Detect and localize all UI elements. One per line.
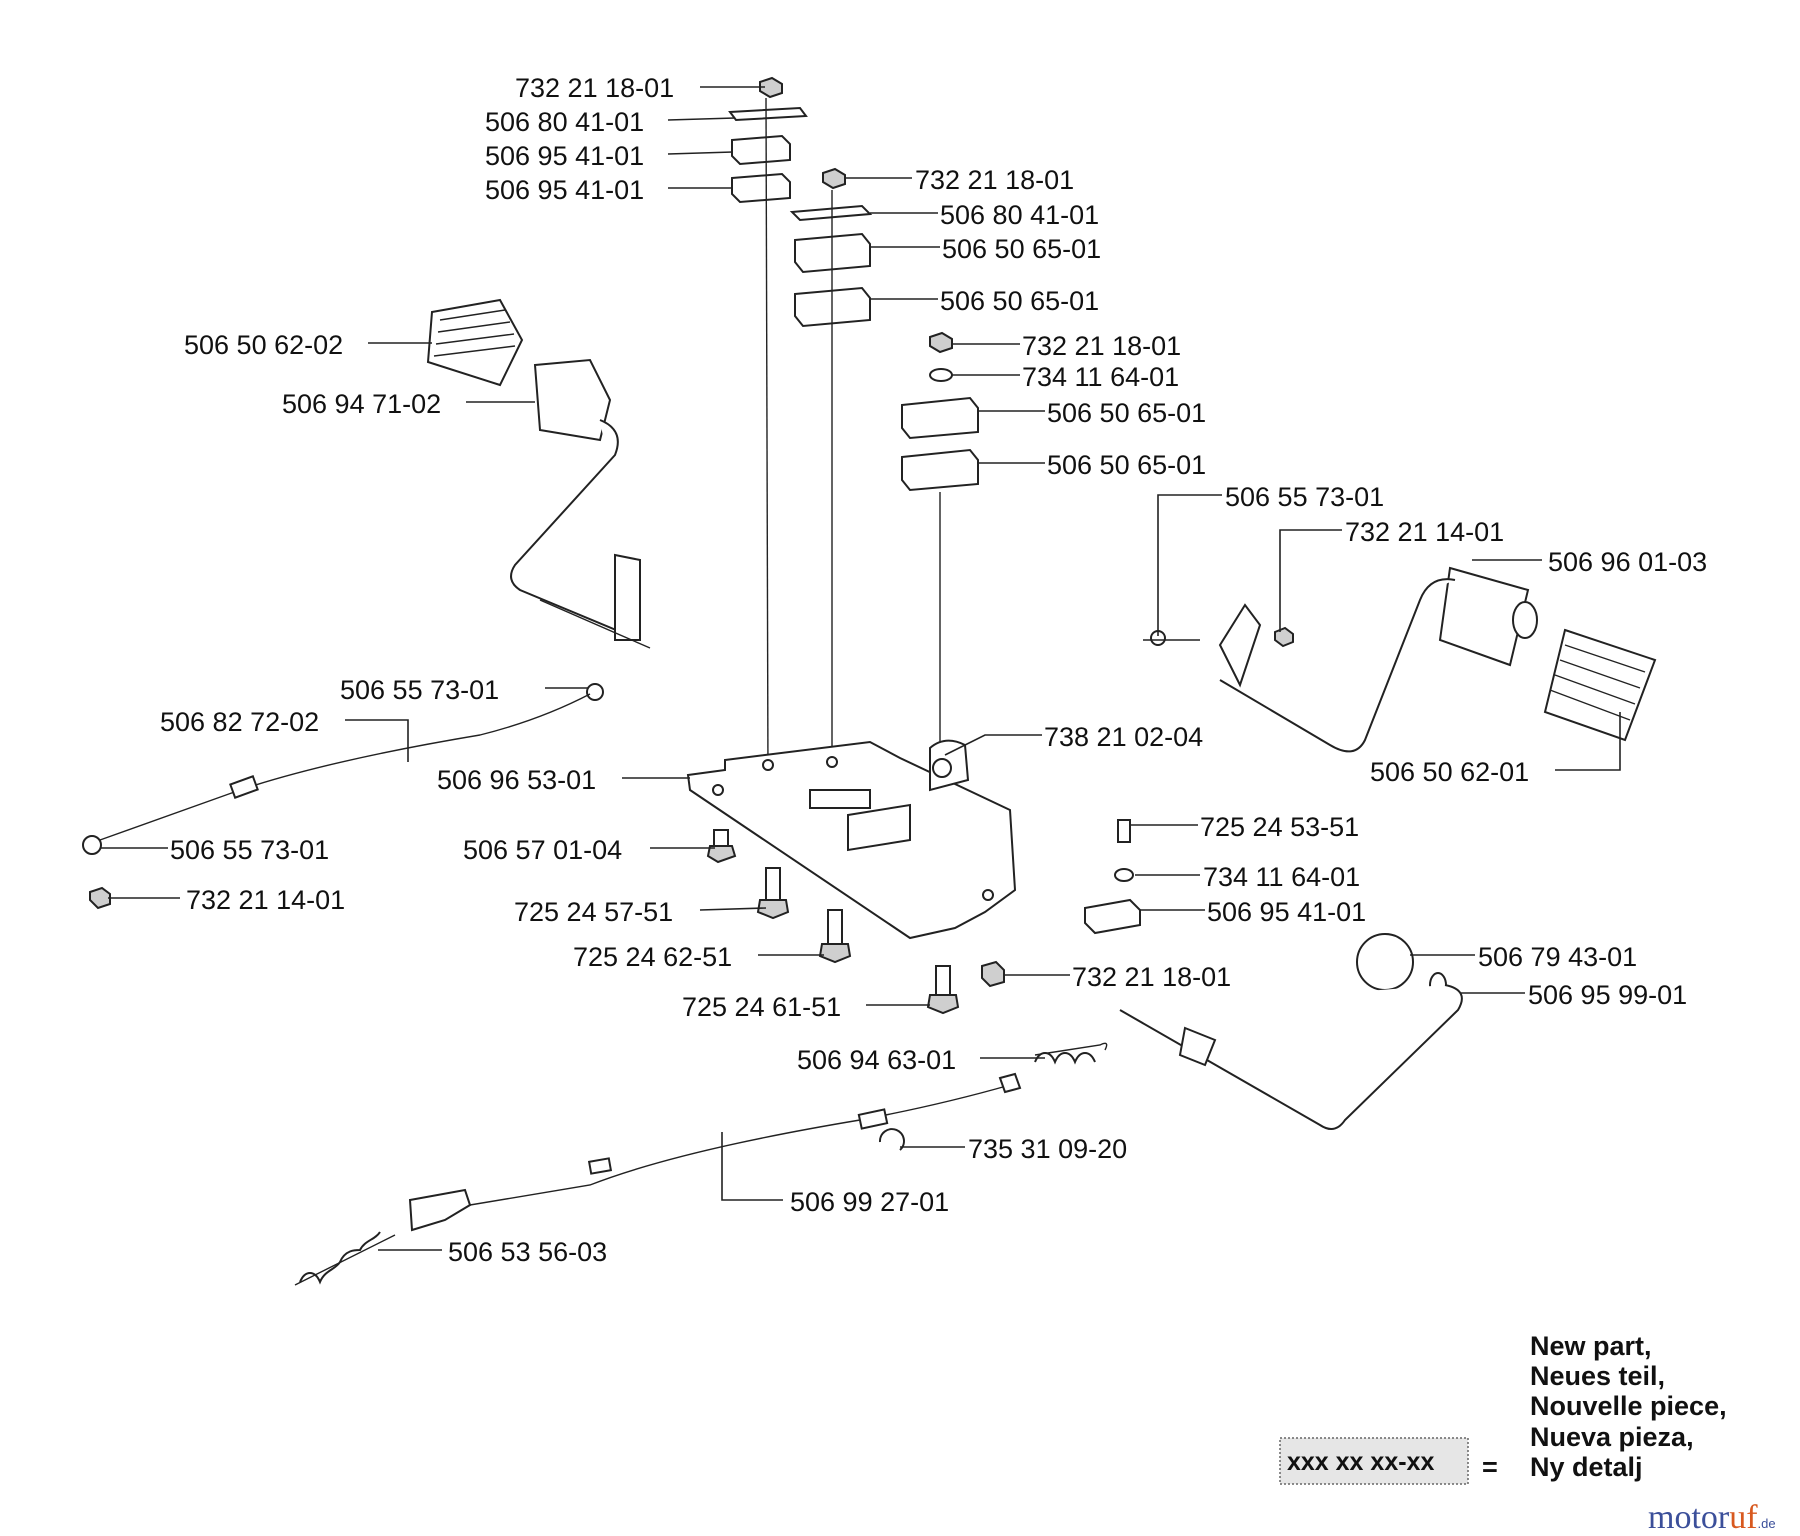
part-label: 506 96 53-01 [437,765,596,795]
part-label: 506 53 56-03 [448,1237,607,1267]
part-label: 506 55 73-01 [170,835,329,865]
part-label: 506 82 72-02 [160,707,319,737]
parts-drawing [82,76,1657,1286]
part-label: 725 24 53-51 [1200,812,1359,842]
watermark-tld: .de [1758,1516,1776,1531]
left-pedal-assembly [426,298,651,649]
lower-cable-and-springs [294,1042,1108,1286]
part-label: 732 21 18-01 [915,165,1074,195]
legend-equals: = [1482,1452,1498,1482]
leader-lines [100,86,1621,1251]
part-label: 725 24 61-51 [682,992,841,1022]
part-label: 506 96 01-03 [1548,547,1707,577]
part-label: 725 24 62-51 [573,942,732,972]
legend-code: xxx xx xx-xx [1287,1448,1434,1476]
part-label: 506 50 65-01 [1047,398,1206,428]
watermark-brand-b: uf [1729,1499,1758,1536]
legend-line: Nouvelle piece, [1530,1391,1727,1421]
new-part-legend: New part, Neues teil, Nouvelle piece, Nu… [1279,1331,1727,1485]
centre-stack-parts [789,167,873,760]
part-label: 506 55 73-01 [1225,482,1384,512]
legend-line: Nueva pieza, [1530,1422,1694,1452]
part-label: 734 11 64-01 [1203,862,1360,892]
legend-line: Neues teil, [1530,1361,1665,1391]
part-label: 734 11 64-01 [1022,362,1179,392]
part-label: 732 21 18-01 [515,73,674,103]
right-pedal-assembly [1143,566,1657,753]
part-label: 506 94 71-02 [282,389,441,419]
part-label: 732 21 14-01 [186,885,345,915]
part-number-labels: 732 21 18-01 506 80 41-01 506 95 41-01 5… [160,73,1707,1267]
part-label: 506 50 62-01 [1370,757,1529,787]
gear-lever [1119,933,1463,1130]
part-label: 506 50 65-01 [942,234,1101,264]
svg-text:motoruf.de: motoruf.de [1648,1499,1776,1536]
part-label: 506 80 41-01 [485,107,644,137]
legend-code-box [1279,1437,1469,1485]
part-label: 738 21 02-04 [1044,722,1203,752]
part-label: 725 24 57-51 [514,897,673,927]
part-label: 506 57 01-04 [463,835,622,865]
legend-line: New part, [1530,1331,1652,1361]
part-label: 506 99 27-01 [790,1187,949,1217]
left-throttle-cable [82,683,604,910]
part-label: 506 94 63-01 [797,1045,956,1075]
part-label: 506 50 65-01 [1047,450,1206,480]
legend-line: Ny detalj [1530,1452,1643,1482]
part-label: 506 79 43-01 [1478,942,1637,972]
part-label: 732 21 14-01 [1345,517,1504,547]
left-stack-parts [728,76,808,781]
watermark-logo: motoruf.de [1648,1499,1776,1536]
part-label: 506 95 41-01 [485,175,644,205]
part-label: 506 95 41-01 [485,141,644,171]
plate-fasteners [706,819,1141,1015]
part-label: 506 55 73-01 [340,675,499,705]
base-plate [686,739,1017,940]
part-label: 732 21 18-01 [1022,331,1181,361]
part-label: 732 21 18-01 [1072,962,1231,992]
part-label: 506 50 62-02 [184,330,343,360]
part-label: 735 31 09-20 [968,1134,1127,1164]
part-label: 506 95 99-01 [1528,980,1687,1010]
part-label: 506 50 65-01 [940,286,1099,316]
right-stack-parts [901,331,979,770]
part-label: 506 95 41-01 [1207,897,1366,927]
watermark-brand-a: motor [1648,1499,1730,1536]
part-label: 506 80 41-01 [940,200,1099,230]
